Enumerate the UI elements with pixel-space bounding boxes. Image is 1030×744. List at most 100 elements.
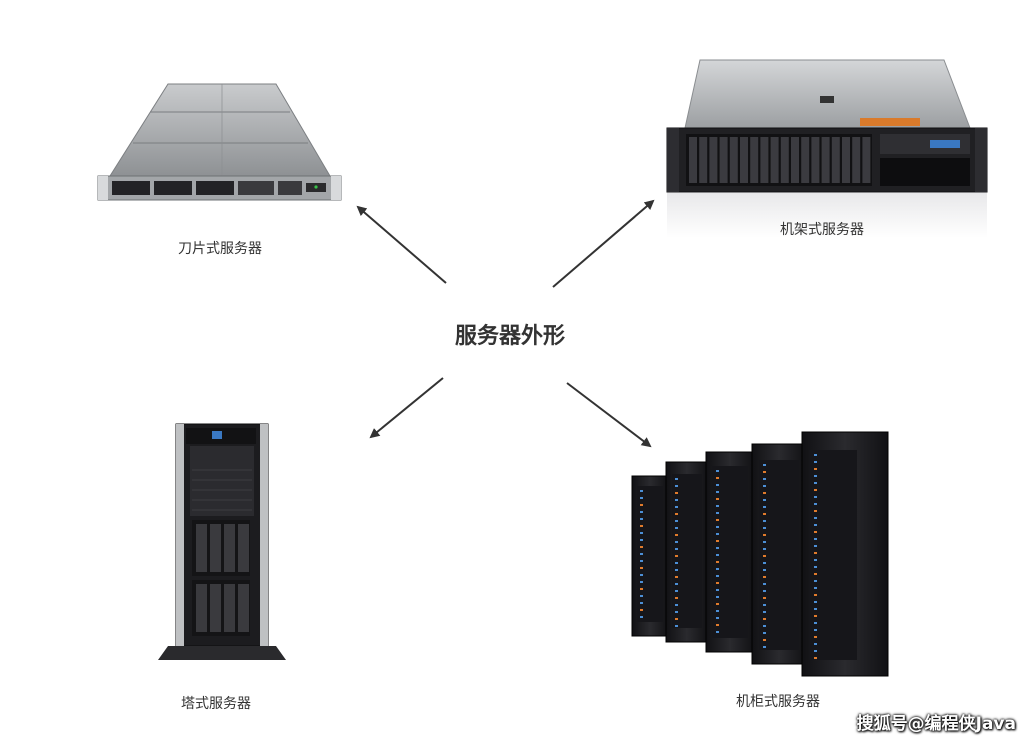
cabinet-status-light bbox=[763, 604, 766, 606]
cabinet-status-light bbox=[814, 524, 817, 526]
cabinet-status-light bbox=[814, 629, 817, 631]
cabinet-status-light bbox=[814, 650, 817, 652]
rack-drive-bay bbox=[750, 137, 759, 183]
cabinet-status-light bbox=[716, 512, 719, 514]
cabinet-status-light bbox=[763, 590, 766, 592]
cabinet-status-light bbox=[640, 497, 643, 499]
cabinet-status-light bbox=[640, 595, 643, 597]
cabinet-status-light bbox=[675, 611, 678, 613]
cabinet-status-light bbox=[763, 471, 766, 473]
cabinet-status-light bbox=[675, 478, 678, 480]
cabinet-status-light bbox=[814, 594, 817, 596]
rack-drive-bay bbox=[852, 137, 861, 183]
rack-drive-bay bbox=[811, 137, 820, 183]
cabinet-status-light bbox=[763, 506, 766, 508]
cabinet-status-light bbox=[675, 506, 678, 508]
cabinet-status-light bbox=[716, 477, 719, 479]
cabinet-status-light bbox=[814, 510, 817, 512]
arrow-to-tower bbox=[369, 377, 444, 439]
cabinet-status-light bbox=[814, 601, 817, 603]
cabinet-status-light bbox=[716, 589, 719, 591]
cabinet-status-light bbox=[814, 489, 817, 491]
label-tower-server: 塔式服务器 bbox=[181, 696, 251, 712]
cabinet-status-light bbox=[675, 520, 678, 522]
arrow-to-cabinet bbox=[566, 382, 652, 448]
cabinet-status-light bbox=[716, 554, 719, 556]
cabinet-status-light bbox=[640, 539, 643, 541]
cabinet-status-light bbox=[675, 548, 678, 550]
cabinet-status-light bbox=[763, 583, 766, 585]
cabinet-status-light bbox=[675, 555, 678, 557]
rack-drive-bay bbox=[770, 137, 779, 183]
cabinet-status-light bbox=[716, 533, 719, 535]
rack-drive-bay bbox=[729, 137, 738, 183]
cabinet-status-light bbox=[763, 625, 766, 627]
cabinet-status-light bbox=[814, 657, 817, 659]
cabinet-status-light bbox=[716, 470, 719, 472]
watermark-text: 搜狐号@编程侠Java bbox=[856, 714, 1016, 734]
cabinet-status-light bbox=[716, 596, 719, 598]
center-title: 服务器外形 bbox=[454, 324, 565, 349]
cabinet-status-light bbox=[640, 588, 643, 590]
cabinet-status-light bbox=[640, 525, 643, 527]
cabinet-status-light bbox=[640, 609, 643, 611]
rack-drive-bay bbox=[862, 137, 871, 183]
cabinet-status-light bbox=[763, 548, 766, 550]
cabinet-status-light bbox=[763, 597, 766, 599]
cabinet-status-light bbox=[763, 632, 766, 634]
cabinet-status-light bbox=[716, 610, 719, 612]
cabinet-status-light bbox=[814, 608, 817, 610]
cabinet-status-light bbox=[675, 625, 678, 627]
cabinet-status-light bbox=[814, 517, 817, 519]
cabinet-status-light bbox=[763, 534, 766, 536]
cabinet-status-light bbox=[640, 511, 643, 513]
cabinet-status-lights bbox=[640, 454, 817, 659]
cabinet-status-light bbox=[675, 618, 678, 620]
cabinet-status-light bbox=[675, 576, 678, 578]
cabinet-status-light bbox=[640, 560, 643, 562]
cabinet-status-light bbox=[763, 618, 766, 620]
cabinet-status-light bbox=[716, 547, 719, 549]
cabinet-status-light bbox=[716, 631, 719, 633]
cabinet-status-light bbox=[814, 643, 817, 645]
cabinet-status-light bbox=[814, 496, 817, 498]
rack-drive-bay bbox=[699, 137, 708, 183]
cabinet-status-light bbox=[814, 566, 817, 568]
cabinet-status-light bbox=[716, 526, 719, 528]
rack-drive-bay bbox=[689, 137, 697, 183]
cabinet-status-light bbox=[640, 490, 643, 492]
cabinet-status-light bbox=[763, 513, 766, 515]
cabinet-status-light bbox=[814, 503, 817, 505]
cabinet-status-light bbox=[763, 492, 766, 494]
cabinet-status-light bbox=[716, 505, 719, 507]
cabinet-status-light bbox=[814, 587, 817, 589]
cabinet-status-light bbox=[763, 555, 766, 557]
rack-drive-bay bbox=[821, 137, 830, 183]
cabinet-status-light bbox=[675, 541, 678, 543]
cabinet-status-light bbox=[814, 538, 817, 540]
cabinet-status-light bbox=[814, 552, 817, 554]
cabinet-status-light bbox=[640, 567, 643, 569]
tower-vent-lines bbox=[192, 469, 252, 511]
cabinet-status-light bbox=[814, 461, 817, 463]
cabinet-status-light bbox=[716, 484, 719, 486]
rack-drive-bay bbox=[780, 137, 789, 183]
label-blade-server: 刀片式服务器 bbox=[178, 241, 262, 257]
rack-drive-bay bbox=[740, 137, 748, 183]
cabinet-status-light bbox=[763, 569, 766, 571]
cabinet-status-light bbox=[640, 581, 643, 583]
arrow-to-blade bbox=[356, 205, 447, 284]
cabinet-status-light bbox=[763, 485, 766, 487]
cabinet-status-light bbox=[640, 518, 643, 520]
cabinet-status-light bbox=[716, 617, 719, 619]
cabinet-status-light bbox=[763, 541, 766, 543]
cabinet-status-light bbox=[814, 636, 817, 638]
cabinet-status-light bbox=[716, 603, 719, 605]
cabinet-status-light bbox=[763, 562, 766, 564]
blade-server-image bbox=[97, 83, 342, 201]
cabinet-status-light bbox=[675, 583, 678, 585]
rack-drive-bays bbox=[686, 134, 872, 186]
cabinet-status-light bbox=[716, 575, 719, 577]
cabinet-status-light bbox=[763, 478, 766, 480]
